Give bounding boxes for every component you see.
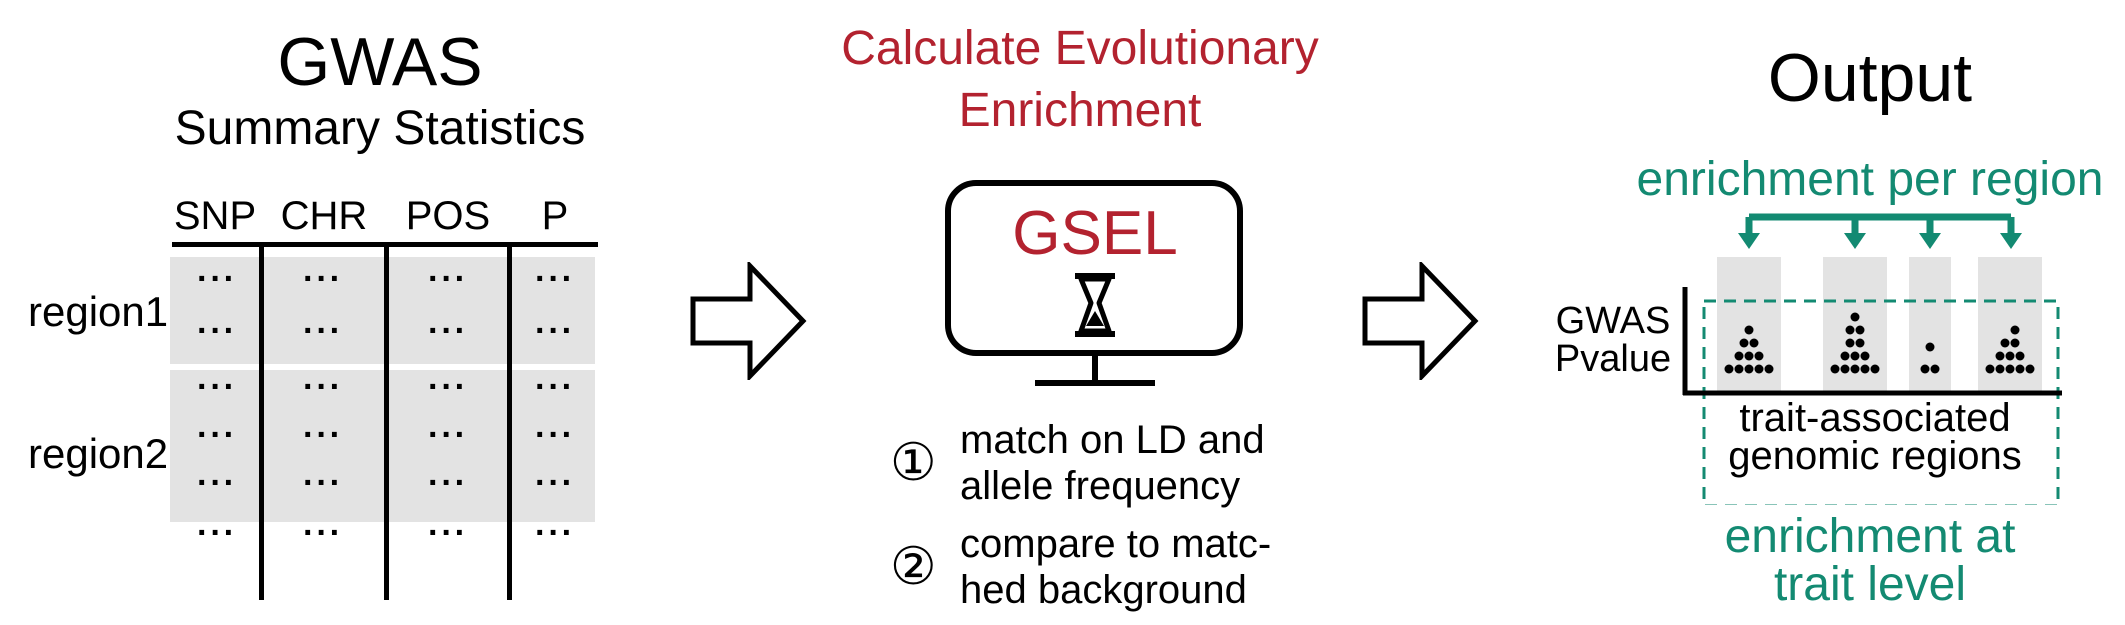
- summary-statistics-subtitle: Summary Statistics: [174, 102, 586, 155]
- gwas-title: GWAS: [277, 24, 483, 100]
- step1-number: ①: [890, 434, 937, 492]
- region2-shading: [170, 370, 595, 522]
- step1-line2: allele frequency: [960, 464, 1241, 508]
- column-header-p: P: [541, 194, 569, 238]
- region1-shading: [170, 257, 595, 364]
- step1-line1: match on LD and: [960, 418, 1265, 462]
- hourglass-icon: [1075, 273, 1115, 337]
- region-column: [1823, 257, 1887, 395]
- row-label-region1: region1: [28, 288, 169, 335]
- enrichment-per-region-label: enrichment per region: [1636, 153, 2104, 206]
- region-column: [1978, 257, 2042, 395]
- output-title: Output: [1767, 40, 1973, 116]
- column-header-chr: CHR: [280, 194, 368, 238]
- summary-statistics-table: SNP CHR POS P region1 region2 ··· ··· ··· ·…: [0, 0, 620, 625]
- y-axis-label-line2: Pvalue: [1554, 338, 1672, 380]
- table-cell: ···: [535, 312, 575, 350]
- step2-line1: compare to matc-: [960, 522, 1272, 566]
- dot-cluster-icon: [1920, 342, 1940, 374]
- table-cell: ···: [303, 312, 343, 350]
- column-separator: [507, 244, 512, 600]
- table-cell: ···: [428, 514, 468, 552]
- computer-monitor-icon: [945, 180, 1243, 386]
- table-cell: ···: [197, 260, 237, 298]
- right-arrow-icon: [1362, 262, 1479, 380]
- dot-cluster-icon: [1724, 325, 1774, 374]
- column-separator: [259, 244, 264, 600]
- x-axis-label-line2: genomic regions: [1728, 434, 2022, 478]
- table-cell: ···: [303, 368, 343, 406]
- table-cell: ···: [197, 368, 237, 406]
- y-axis-label-line1: GWAS: [1555, 300, 1671, 342]
- table-cell: ···: [535, 368, 575, 406]
- table-cell: ···: [535, 464, 575, 502]
- middle-title-line2: Enrichment: [958, 84, 1202, 137]
- trait-level-label-line2: trait level: [1773, 558, 1967, 611]
- table-cell: ···: [303, 416, 343, 454]
- table-cell: ···: [428, 416, 468, 454]
- table-cell: ···: [428, 312, 468, 350]
- right-arrow-icon: [690, 262, 807, 380]
- table-cell: ···: [428, 464, 468, 502]
- x-axis-label-line1: trait-associated: [1739, 396, 2011, 440]
- table-cell: ···: [303, 260, 343, 298]
- dot-cluster-icon: [1830, 312, 1880, 374]
- dot-cluster-icon: [1985, 325, 2035, 374]
- table-cell: ···: [197, 312, 237, 350]
- row-label-region2: region2: [28, 430, 169, 477]
- table-cell: ···: [535, 260, 575, 298]
- table-cell: ···: [303, 514, 343, 552]
- output-plot: [1682, 213, 2062, 505]
- middle-title-line1: Calculate Evolutionary: [841, 22, 1319, 75]
- table-cell: ···: [428, 368, 468, 406]
- table-cell: ···: [428, 260, 468, 298]
- table-cell: ···: [303, 464, 343, 502]
- region-column: [1909, 257, 1951, 395]
- step2-number: ②: [890, 538, 937, 596]
- table-cell: ···: [197, 416, 237, 454]
- table-cell: ···: [535, 416, 575, 454]
- gsel-label: GSEL: [1012, 199, 1178, 268]
- column-header-pos: POS: [405, 194, 491, 238]
- table-cell: ···: [197, 464, 237, 502]
- trait-level-label-line1: enrichment at: [1724, 510, 2016, 563]
- column-separator: [384, 244, 389, 600]
- table-cell: ···: [535, 514, 575, 552]
- step2-line2: hed background: [960, 568, 1247, 612]
- column-header-snp: SNP: [173, 194, 257, 238]
- table-cell: ···: [197, 514, 237, 552]
- enrichment-bracket: [1745, 213, 2015, 235]
